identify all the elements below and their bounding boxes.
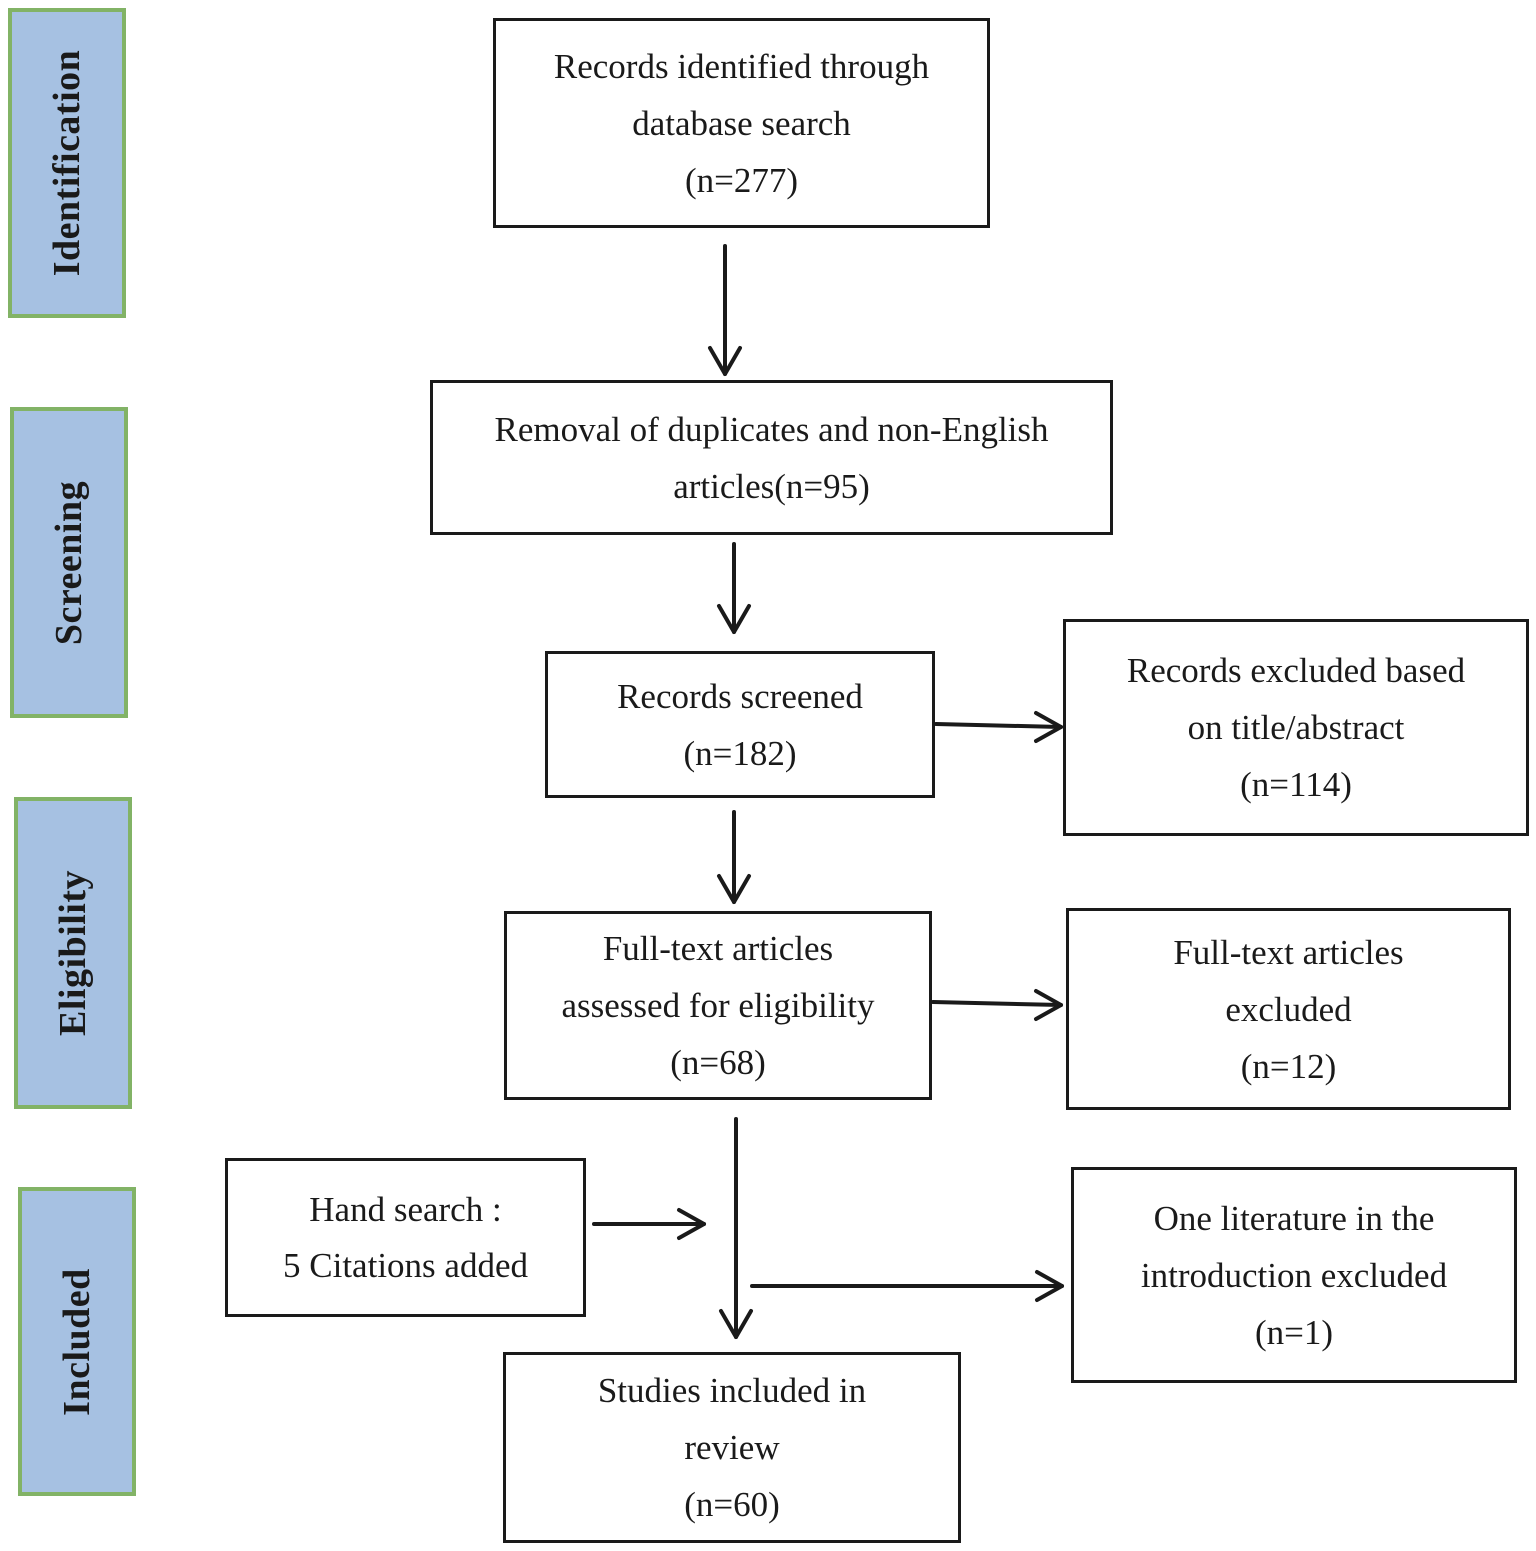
records-screened-count: (n=182) [683, 733, 797, 773]
records-excluded-title-box: Records excluded based on title/abstract… [1063, 619, 1529, 836]
records-screened-box: Records screened (n=182) [545, 651, 935, 798]
arrowhead-removal-to-screened [717, 604, 751, 634]
phase-label-identification-text: Identification [46, 49, 88, 277]
intro-excluded-line2: introduction excluded [1140, 1255, 1448, 1295]
fulltext-excluded-count: (n=12) [1240, 1046, 1337, 1086]
fulltext-assessed-line2: assessed for eligibility [561, 986, 875, 1025]
arrowhead-hand-search-to-trunk [677, 1208, 706, 1240]
records-excluded-title-line2: on title/abstract [1187, 708, 1405, 747]
records-identified-count: (n=277) [684, 160, 799, 200]
phase-label-included-text: Included [56, 1267, 98, 1416]
fulltext-assessed-count: (n=68) [670, 1043, 766, 1082]
intro-excluded-box: One literature in the introduction exclu… [1071, 1167, 1517, 1383]
studies-included-line2: review [684, 1428, 780, 1467]
arrowhead-trunk-to-intro-excluded [1035, 1270, 1064, 1302]
duplicates-removal-line2: articles(n=95) [673, 466, 870, 506]
phase-label-screening-text: Screening [48, 480, 90, 645]
phase-label-identification: Identification [8, 8, 126, 318]
hand-search-box: Hand search : 5 Citations added [225, 1158, 586, 1317]
duplicates-removal-line1: Removal of duplicates and non-English [494, 409, 1049, 449]
arrowhead-fulltext-to-excluded [1034, 989, 1063, 1021]
records-excluded-title-line1: Records excluded based [1126, 651, 1466, 690]
records-screened-line1: Records screened [617, 676, 863, 716]
studies-included-box: Studies included in review (n=60) [503, 1352, 961, 1543]
intro-excluded-line1: One literature in the [1153, 1198, 1435, 1238]
records-identified-line2: database search [632, 103, 851, 143]
fulltext-excluded-line2: excluded [1225, 989, 1352, 1029]
phase-label-screening: Screening [10, 407, 128, 718]
phase-label-eligibility: Eligibility [14, 797, 132, 1109]
records-identified-box: Records identified through database sear… [493, 18, 990, 228]
records-excluded-title-count: (n=114) [1240, 765, 1352, 804]
arrow-screened-to-excluded [934, 722, 1063, 729]
studies-included-line1: Studies included in [597, 1371, 867, 1410]
fulltext-assessed-box: Full-text articles assessed for eligibil… [504, 911, 932, 1100]
phase-label-included: Included [18, 1187, 136, 1496]
fulltext-assessed-line1: Full-text articles [602, 929, 834, 968]
duplicates-removal-box: Removal of duplicates and non-English ar… [430, 380, 1113, 535]
arrowhead-screened-to-fulltext [717, 874, 751, 904]
arrow-fulltext-to-excluded [931, 1000, 1063, 1007]
studies-included-count: (n=60) [684, 1485, 780, 1524]
fulltext-excluded-line1: Full-text articles [1173, 932, 1404, 972]
phase-label-eligibility-text: Eligibility [52, 870, 94, 1036]
records-identified-line1: Records identified through [553, 46, 930, 86]
arrowhead-identified-to-removal [708, 346, 742, 376]
hand-search-line1: Hand search : [309, 1189, 502, 1229]
fulltext-excluded-box: Full-text articles excluded (n=12) [1066, 908, 1511, 1110]
arrowhead-fulltext-to-included [719, 1309, 753, 1339]
hand-search-line2: 5 Citations added [283, 1245, 528, 1285]
arrowhead-screened-to-excluded [1034, 711, 1063, 743]
intro-excluded-count: (n=1) [1254, 1312, 1334, 1352]
